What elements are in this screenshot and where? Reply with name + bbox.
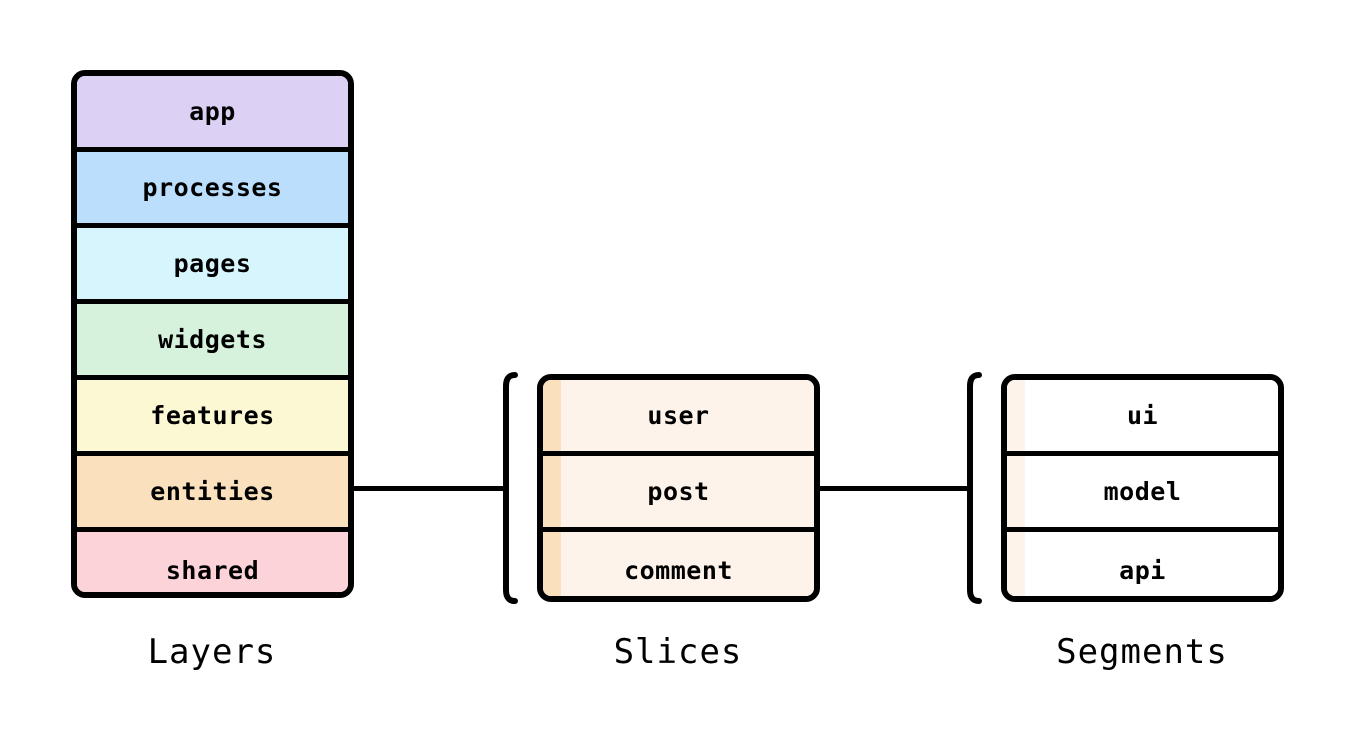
layer-label-widgets: widgets (158, 325, 267, 354)
layer-row-entities[interactable]: entities (77, 456, 348, 532)
slice-label-comment: comment (624, 555, 733, 585)
slice-label-post: post (647, 477, 710, 506)
layer-label-app: app (189, 97, 236, 126)
layer-row-shared[interactable]: shared (77, 532, 348, 592)
segment-stripe-api (1007, 532, 1025, 596)
layer-row-app[interactable]: app (77, 76, 348, 152)
caption-layers: Layers (147, 632, 277, 672)
slice-row-user[interactable]: user (543, 380, 814, 456)
segment-stripe-ui (1007, 380, 1025, 451)
layers-stack: app processes pages widgets features ent… (71, 70, 354, 598)
slices-stack: user post comment (537, 374, 820, 602)
layer-row-pages[interactable]: pages (77, 228, 348, 304)
slice-row-comment[interactable]: comment (543, 532, 814, 596)
slice-stripe-comment (543, 532, 561, 596)
slice-row-post[interactable]: post (543, 456, 814, 532)
segments-stack: ui model api (1001, 374, 1284, 602)
layer-label-shared: shared (165, 555, 260, 585)
layer-label-entities: entities (150, 477, 275, 506)
slice-stripe-user (543, 380, 561, 451)
segment-label-model: model (1103, 477, 1182, 506)
layer-label-processes: processes (142, 173, 283, 202)
caption-segments: Segments (1056, 632, 1228, 672)
layer-row-features[interactable]: features (77, 380, 348, 456)
layer-row-widgets[interactable]: widgets (77, 304, 348, 380)
connector-slices-to-segments (818, 486, 970, 491)
connector-entities-to-slices (352, 486, 504, 491)
segment-row-model[interactable]: model (1007, 456, 1278, 532)
segment-label-ui: ui (1126, 401, 1159, 430)
segment-stripe-model (1007, 456, 1025, 527)
slice-label-user: user (647, 401, 710, 430)
slice-stripe-post (543, 456, 561, 527)
layer-label-pages: pages (173, 249, 252, 278)
caption-slices: Slices (613, 632, 743, 672)
layer-label-features: features (150, 401, 275, 430)
brace-slices (494, 370, 520, 606)
brace-segments (958, 370, 984, 606)
segment-row-ui[interactable]: ui (1007, 380, 1278, 456)
segment-row-api[interactable]: api (1007, 532, 1278, 596)
layer-row-processes[interactable]: processes (77, 152, 348, 228)
segment-label-api: api (1119, 555, 1166, 585)
